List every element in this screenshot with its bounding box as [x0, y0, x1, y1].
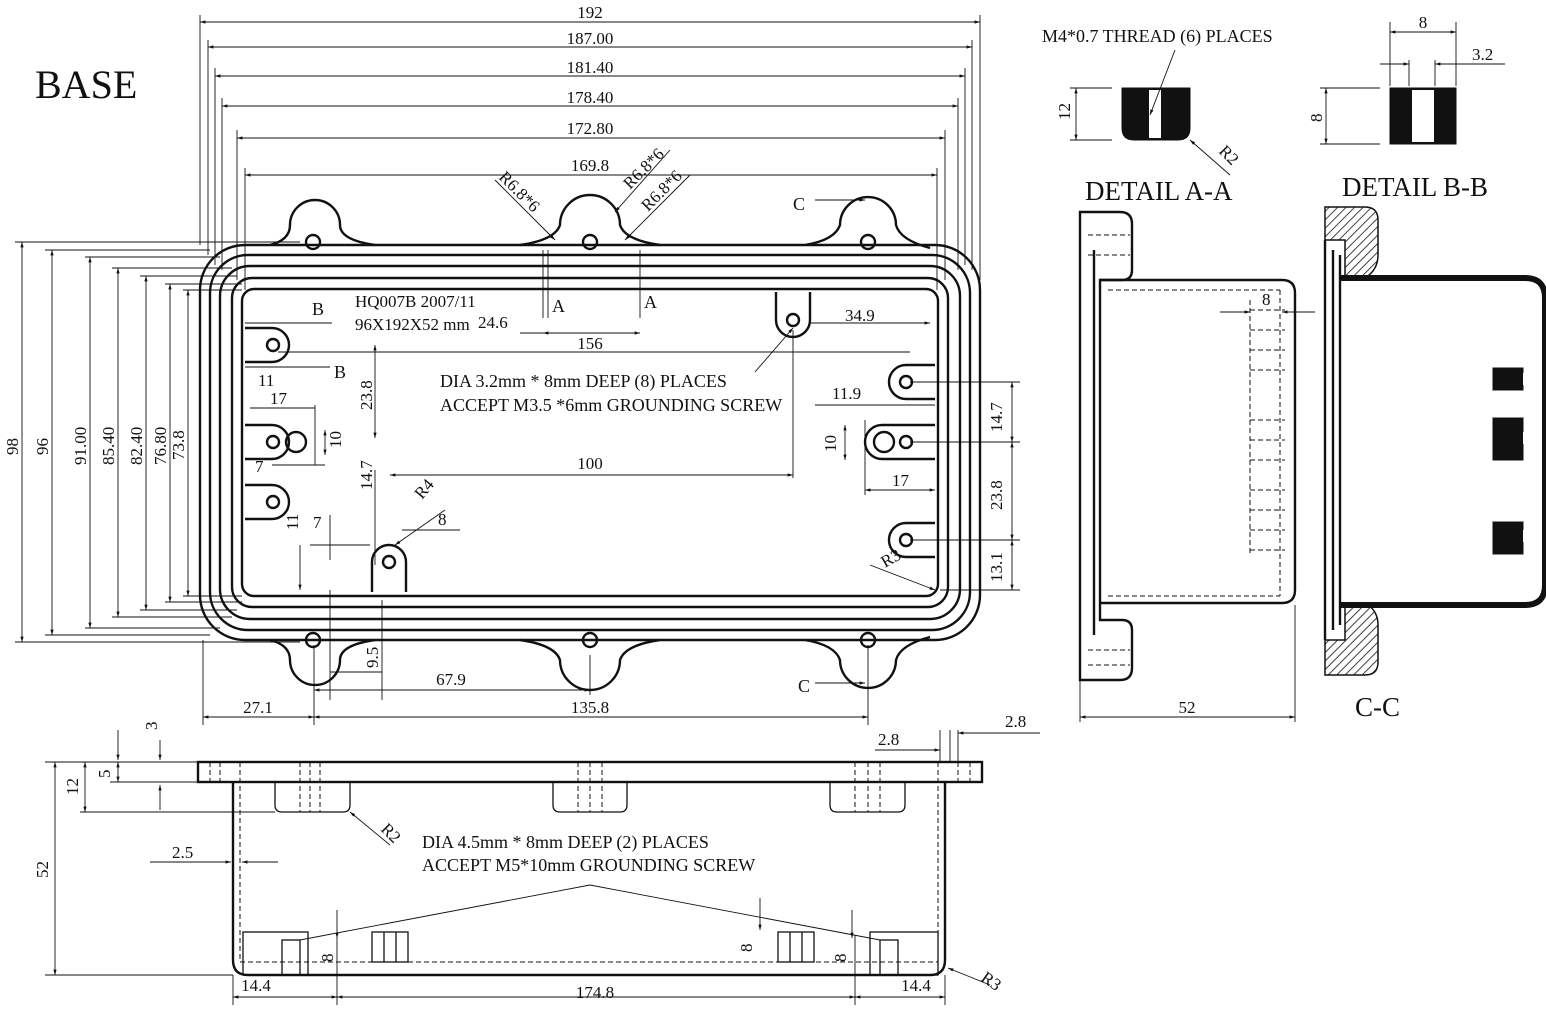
dim-2-8: 2.8 [1005, 712, 1026, 731]
dim-2-8: 2.8 [878, 730, 899, 749]
radius-r4: R4 [411, 475, 439, 503]
dim-187: 187.00 [567, 29, 614, 48]
dim-24-6: 24.6 [478, 313, 508, 332]
dim-11-9: 11.9 [832, 384, 861, 403]
dim-17: 17 [270, 389, 288, 408]
dim-27-1: 27.1 [243, 698, 273, 717]
dim-11: 11 [258, 371, 274, 390]
note-m5-line2: ACCEPT M5*10mm GROUNDING SCREW [422, 855, 755, 875]
radius-r3: R3 [978, 968, 1005, 995]
detail-b-b-title: DETAIL B-B [1342, 172, 1488, 202]
section-c-c-title: C-C [1355, 692, 1400, 722]
detail-a-a-title: DETAIL A-A [1085, 176, 1233, 206]
dim-91: 91.00 [71, 427, 90, 465]
note-m5-line1: DIA 4.5mm * 8mm DEEP (2) PLACES [422, 832, 709, 853]
dim-3-2: 3.2 [1472, 45, 1493, 64]
radius-r2: R2 [377, 819, 404, 846]
section-a-label: A [552, 296, 565, 316]
hidden-lines [209, 762, 971, 963]
gasket-groove-outer [208, 253, 972, 632]
bosses [242, 782, 939, 976]
model-number: HQ007B 2007/11 [355, 292, 476, 311]
dim-52: 52 [1179, 698, 1196, 717]
note-m3-5-line2: ACCEPT M3.5 *6mm GROUNDING SCREW [440, 395, 782, 415]
dim-52: 52 [33, 861, 52, 878]
dim-5: 5 [95, 770, 114, 779]
dim-12: 12 [63, 778, 82, 795]
dim-10: 10 [821, 435, 840, 452]
dim-8: 8 [318, 954, 337, 963]
dim-14-7: 14.7 [987, 402, 1006, 432]
dim-14-7: 14.7 [357, 460, 376, 490]
top-dimension-lines [15, 15, 1020, 725]
dim-181-4: 181.40 [567, 58, 614, 77]
dim-100: 100 [577, 454, 603, 473]
section-a-label: A [644, 292, 657, 312]
dim-23-8: 23.8 [987, 480, 1006, 510]
dim-192: 192 [577, 3, 603, 22]
detail-b-b: 8 3.2 8 DETAIL B-B [1307, 13, 1505, 202]
dim-174-8: 174.8 [576, 983, 614, 1002]
gasket-groove-inner [218, 264, 962, 621]
dim-96: 96 [33, 438, 52, 455]
dim-8: 8 [1307, 114, 1326, 123]
dim-11: 11 [283, 514, 302, 530]
body-profile [231, 782, 947, 977]
dim-8: 8 [1419, 13, 1428, 32]
thread-note: M4*0.7 THREAD (6) PLACES [1042, 26, 1273, 47]
dim-13-1: 13.1 [987, 552, 1006, 582]
dim-8: 8 [831, 954, 850, 963]
dim-172-8: 172.80 [567, 119, 614, 138]
dim-76-8: 76.80 [151, 427, 170, 465]
dim-7: 7 [313, 513, 322, 532]
radius-r2: R2 [1215, 141, 1242, 168]
dim-8: 8 [438, 510, 447, 529]
flange-outline [198, 243, 982, 642]
dim-14-4: 14.4 [241, 976, 271, 995]
dim-156: 156 [577, 334, 603, 353]
drawing-title: BASE [35, 62, 137, 107]
dim-23-8: 23.8 [357, 380, 376, 410]
section-c-label: C [793, 194, 805, 214]
section-c-label: C [798, 676, 810, 696]
section-b-label: B [334, 362, 346, 382]
side-view: 3 5 12 52 2.5 R2 DIA 4.5mm * 8mm DEEP (2… [33, 712, 1040, 1005]
dim-17: 17 [892, 471, 910, 490]
radius-r3: R3 [878, 545, 905, 571]
model-size: 96X192X52 mm [355, 315, 470, 334]
top-view: 192 187.00 181.40 178.40 172.80 169.8 R6… [3, 3, 1020, 725]
dim-10: 10 [326, 431, 345, 448]
section-b-label: B [312, 299, 324, 319]
dim-82-4: 82.40 [127, 427, 146, 465]
dim-12: 12 [1055, 103, 1074, 120]
dim-3: 3 [142, 722, 161, 731]
dim-67-9: 67.9 [436, 670, 466, 689]
note-m3-5-line1: DIA 3.2mm * 8mm DEEP (8) PLACES [440, 371, 727, 392]
dim-14-4: 14.4 [901, 976, 931, 995]
dim-8: 8 [737, 944, 756, 953]
wall-inner [240, 287, 940, 598]
dim-85-4: 85.40 [99, 427, 118, 465]
dim-178-4: 178.40 [567, 88, 614, 107]
wall-outer [230, 276, 950, 609]
section-c-c: C-C [1323, 206, 1546, 722]
dim-98: 98 [3, 438, 22, 455]
detail-a-a: M4*0.7 THREAD (6) PLACES 12 R2 DETAIL A-… [1042, 26, 1273, 206]
dim-2-5: 2.5 [172, 843, 193, 862]
dim-34-9: 34.9 [845, 306, 875, 325]
dim-9-5: 9.5 [363, 647, 382, 668]
dim-135-8: 135.8 [571, 698, 609, 717]
dim-169-8: 169.8 [571, 156, 609, 175]
section-elevation: 8 52 [1078, 210, 1315, 722]
side-dimension-lines [45, 730, 1040, 1005]
dim-8: 8 [1262, 290, 1271, 309]
dim-73-8: 73.8 [169, 430, 188, 460]
side-view-labels: 3 5 12 52 2.5 R2 DIA 4.5mm * 8mm DEEP (2… [33, 712, 1026, 1002]
dim-7: 7 [255, 457, 264, 476]
